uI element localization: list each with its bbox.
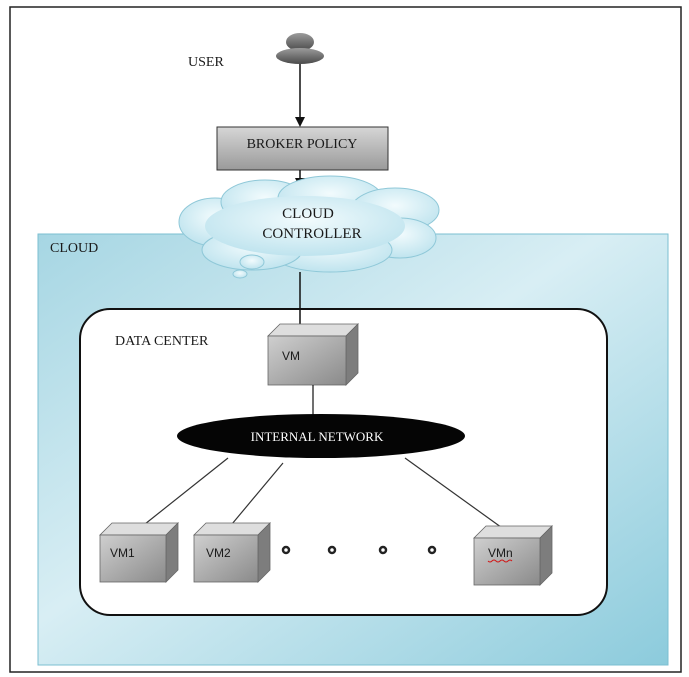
internal-network-label: INTERNAL NETWORK [251,429,384,444]
cloud-label: CLOUD [50,241,98,256]
link-network-to-vmn [404,457,506,531]
ellipsis-dot [327,545,337,555]
vm-top-label: VM [282,349,300,363]
cloud-controller-shape [178,175,440,279]
cloud-controller-label-line1: CLOUD [282,206,334,222]
link-network-to-vm1 [139,457,229,529]
vm-top-cube [267,323,359,386]
cloud-controller-label-line2: CONTROLLER [262,226,361,242]
user-icon [276,33,324,64]
internal-network-ellipse [177,414,465,458]
link-network-to-vm2 [231,462,284,525]
ellipsis-dot [427,545,437,555]
ellipsis-dots [281,545,437,555]
vm2-label: VM2 [206,546,231,560]
broker-policy-box [216,126,389,171]
vm2-cube [193,522,271,583]
vmn-cube [473,525,553,586]
vm1-cube [99,522,179,583]
ellipsis-dot [378,545,388,555]
vmn-spellcheck-underline [487,559,513,563]
vm1-label: VM1 [110,546,135,560]
vmn-label: VMn [488,546,513,560]
data-center-label: DATA CENTER [115,334,209,349]
user-label: USER [188,55,224,70]
ellipsis-dot [281,545,291,555]
broker-policy-label: BROKER POLICY [247,137,358,152]
